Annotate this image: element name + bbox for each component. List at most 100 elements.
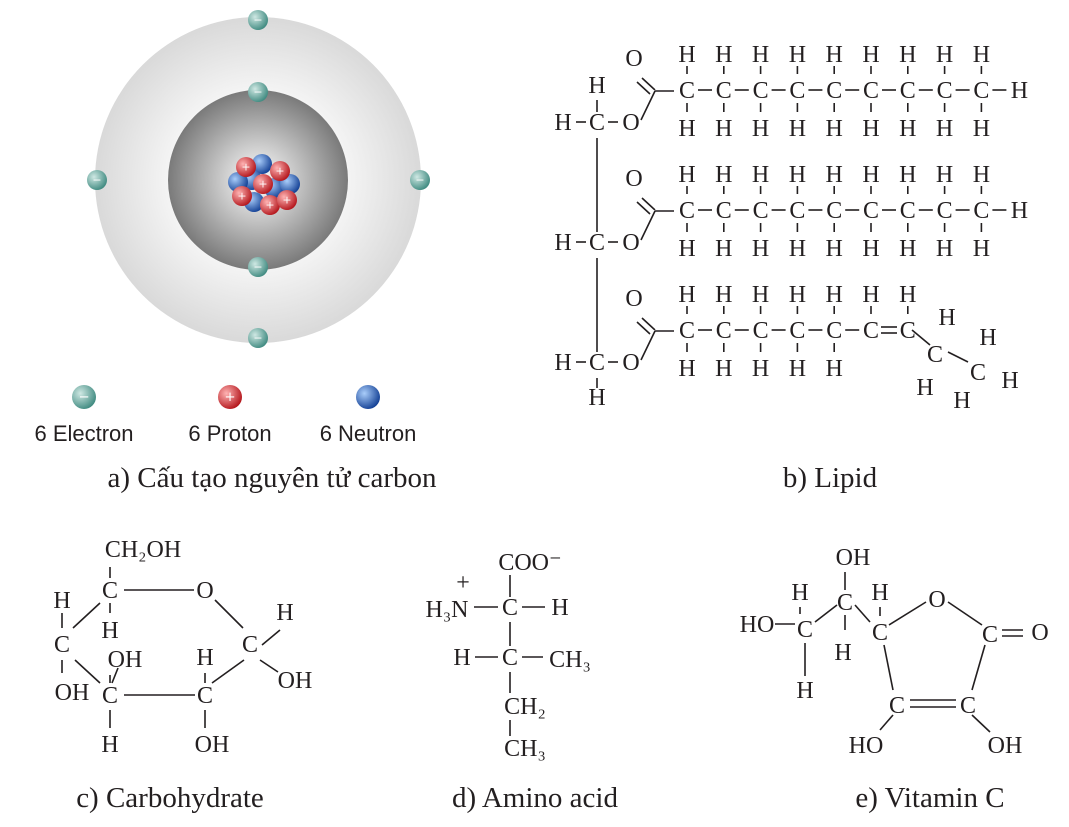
electron	[410, 170, 430, 190]
bond-line	[111, 667, 119, 684]
chain-h: H	[715, 236, 732, 262]
chain-h: H	[752, 236, 769, 262]
chain-h: H	[789, 162, 806, 188]
nucleus: ++++++	[228, 154, 300, 215]
electron	[248, 10, 268, 30]
carbonyl-o: O	[625, 46, 642, 72]
chain-carbon: C	[753, 318, 769, 344]
caption-lipid: b) Lipid	[783, 462, 878, 494]
chain-h: H	[826, 236, 843, 262]
chain-h: H	[973, 42, 990, 68]
amino-label: C	[502, 595, 518, 621]
proton	[253, 174, 273, 194]
chain-h: H	[936, 42, 953, 68]
chain-h: H	[678, 42, 695, 68]
proton-sign: +	[237, 190, 246, 203]
chain-h: H	[715, 42, 732, 68]
amino-label: CH₃	[504, 736, 546, 762]
glycerol-h: H	[588, 73, 605, 99]
bond-line	[641, 77, 656, 91]
chain-h: H	[678, 356, 695, 382]
bond-line	[640, 210, 656, 241]
proton-sign: +	[258, 178, 267, 191]
chain-h: H	[862, 282, 879, 308]
bond-line	[911, 329, 931, 346]
chain-carbon: C	[679, 78, 695, 104]
bond-line	[947, 601, 983, 626]
chain-h: H	[752, 282, 769, 308]
chain-h: H	[678, 116, 695, 142]
vitc-label: C	[837, 590, 853, 616]
bond-line	[883, 644, 894, 691]
chain-h: H	[752, 116, 769, 142]
tail-h: H	[916, 375, 933, 401]
amino-label: H₃N	[425, 597, 468, 623]
electron-sign: −	[415, 174, 424, 187]
vitc-label: O	[928, 587, 945, 613]
vitc-label: C	[889, 693, 905, 719]
electrons: −−−−−−	[87, 10, 430, 348]
electron-sign: −	[253, 14, 262, 27]
bond-line	[971, 644, 986, 691]
electron-sign: −	[92, 174, 101, 187]
chain-h: H	[826, 282, 843, 308]
neutron	[252, 154, 272, 174]
bond-line	[211, 659, 245, 684]
bond-line	[636, 321, 651, 335]
glycerol-c: C	[589, 230, 605, 256]
chain-h: H	[973, 162, 990, 188]
chain-carbon: C	[679, 198, 695, 224]
chain-h: H	[826, 162, 843, 188]
carb-label: CH₂OH	[105, 537, 181, 563]
chain-carbon: C	[789, 78, 805, 104]
amino-label: C	[502, 645, 518, 671]
chain-carbon: C	[863, 318, 879, 344]
carb-label: H	[101, 618, 118, 644]
chain-carbon: C	[826, 198, 842, 224]
vitc-label: HO	[849, 733, 884, 759]
chain-h: H	[678, 236, 695, 262]
amino-label: COO⁻	[498, 550, 561, 576]
chain-h: H	[862, 116, 879, 142]
bond-line	[947, 351, 969, 363]
caption-vitamin-c: e) Vitamin C	[855, 782, 1004, 814]
bond-line	[636, 81, 651, 95]
glycerol-h: H	[588, 385, 605, 411]
bond-line	[814, 604, 838, 623]
amino-label: CH₂	[504, 694, 546, 720]
carb-label: H	[276, 600, 293, 626]
chain-h: H	[715, 356, 732, 382]
carb-label: OH	[278, 668, 313, 694]
carb-label: H	[101, 732, 118, 758]
chain-h: H	[899, 42, 916, 68]
chain-carbon: C	[937, 198, 953, 224]
proton	[270, 161, 290, 181]
chain-h: H	[789, 42, 806, 68]
chain-h: H	[973, 236, 990, 262]
amino-label: CH₃	[549, 647, 591, 673]
proton-sign: +	[275, 165, 284, 178]
vitc-label: H	[871, 580, 888, 606]
chain-carbon: C	[753, 198, 769, 224]
proton	[236, 157, 256, 177]
chain-carbon: C	[716, 198, 732, 224]
tail-c: C	[970, 360, 986, 386]
caption-amino-acid: d) Amino acid	[452, 782, 618, 814]
carbonyl-o: O	[625, 166, 642, 192]
glycerol-h: H	[554, 230, 571, 256]
chain-carbon: C	[900, 198, 916, 224]
chain-h: H	[752, 42, 769, 68]
chain-carbon: C	[973, 198, 989, 224]
chain-carbon: C	[900, 78, 916, 104]
chain-h: H	[973, 116, 990, 142]
chain-h: H	[715, 116, 732, 142]
legend-proton-icon-sign: +	[224, 390, 235, 405]
chain-h: H	[789, 116, 806, 142]
chain-h: H	[715, 282, 732, 308]
amino-label: H	[453, 645, 470, 671]
tail-h: H	[1001, 368, 1018, 394]
carb-label: OH	[195, 732, 230, 758]
electron	[248, 257, 268, 277]
